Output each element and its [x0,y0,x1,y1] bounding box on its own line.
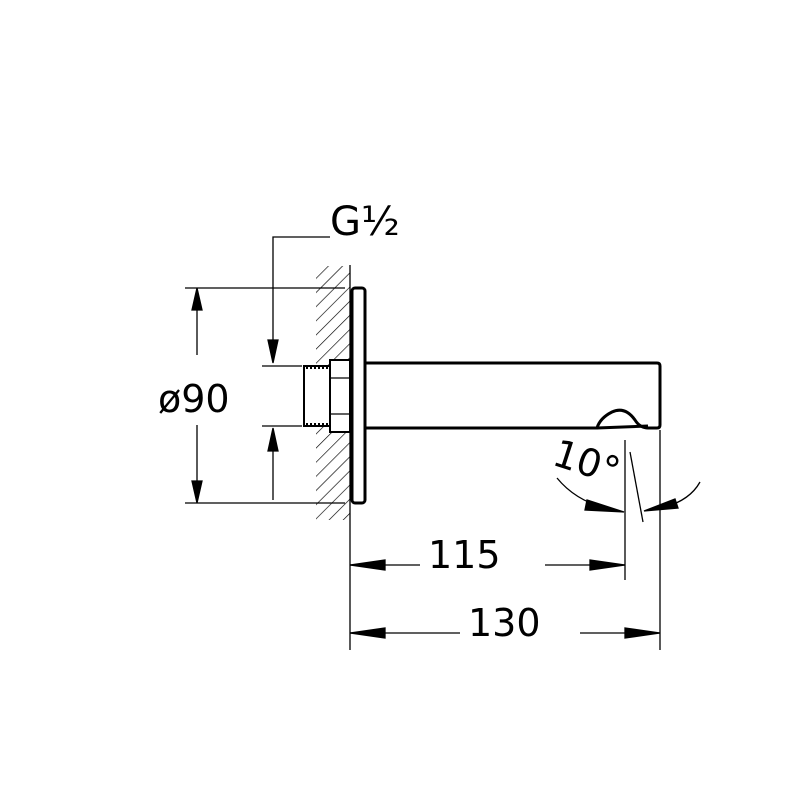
thread-label: G½ [330,199,400,245]
spout-outlet [596,424,649,430]
angle-label: 10° [548,431,626,494]
spout-body [365,361,662,430]
rosette [350,286,367,505]
length-130-label: 130 [468,601,541,645]
thread-connector [303,365,331,427]
length-115-label: 115 [428,533,501,577]
diameter-label: ø90 [158,377,230,421]
nut [329,359,351,433]
